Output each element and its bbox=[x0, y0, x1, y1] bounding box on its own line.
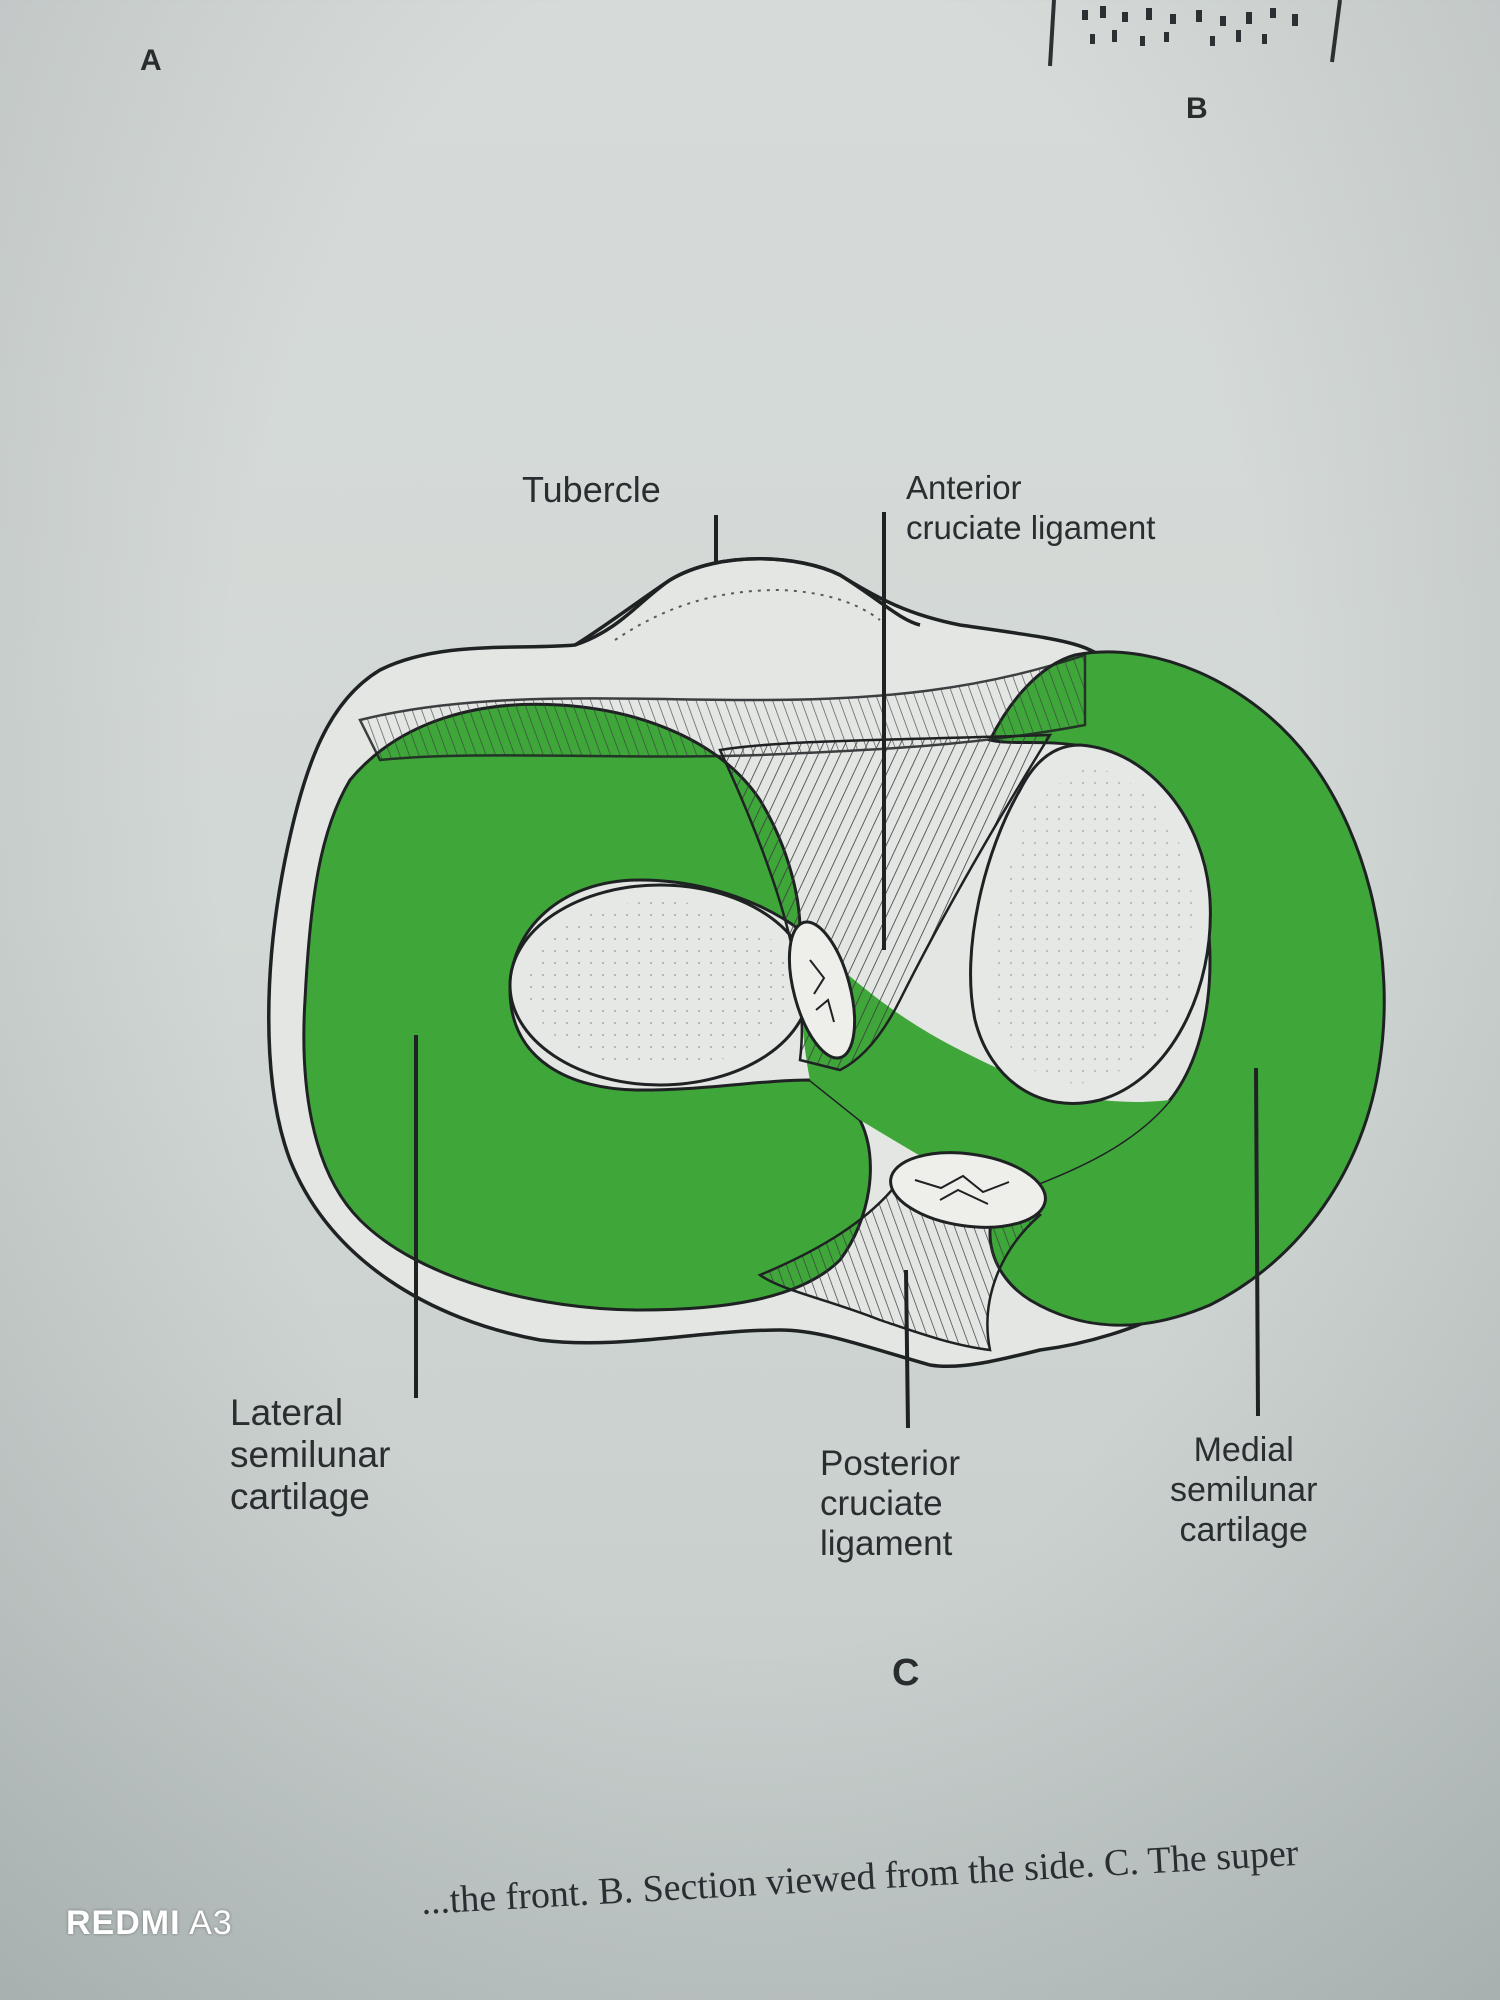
leader-lines bbox=[414, 512, 1260, 1429]
acl-cut-end bbox=[787, 920, 857, 1060]
camera-watermark: REDMI A3 bbox=[66, 1904, 233, 1943]
panel-label-a: A bbox=[140, 44, 162, 77]
label-anterior-cruciate-ligament: Anterior cruciate ligament bbox=[906, 469, 1156, 546]
label-tubercle: Tubercle bbox=[522, 469, 661, 510]
watermark-model: A3 bbox=[189, 1904, 233, 1942]
label-medial-semilunar-cartilage: Medial semilunar cartilage bbox=[1170, 1431, 1318, 1549]
panel-label-c: C bbox=[892, 1652, 920, 1694]
watermark-brand: REDMI bbox=[66, 1904, 181, 1942]
intercondylar-area bbox=[800, 930, 1170, 1200]
pcl-cut-end bbox=[889, 1151, 1047, 1229]
label-lateral-semilunar-cartilage: Lateral semilunar cartilage bbox=[230, 1392, 391, 1517]
figure-b-fragment bbox=[1048, 0, 1342, 67]
label-posterior-cruciate-ligament: Posterior cruciate ligament bbox=[820, 1444, 961, 1563]
tibial-tubercle bbox=[574, 557, 921, 647]
panel-label-b: B bbox=[1186, 92, 1208, 125]
transverse-ligament bbox=[358, 653, 1087, 762]
